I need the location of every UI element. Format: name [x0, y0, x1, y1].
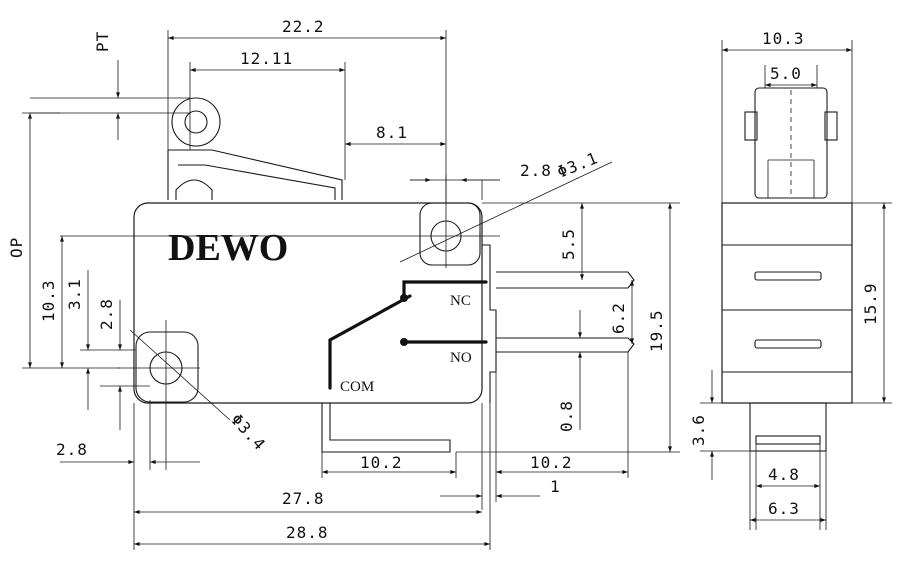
dim-6-2: 6.2 — [609, 302, 628, 334]
dim-op: OP — [7, 237, 26, 258]
dim-phi-3-4: Φ3.4 — [227, 410, 270, 454]
side-slot-nc — [754, 271, 822, 281]
no-contact-point — [400, 338, 408, 346]
no-label: NO — [450, 350, 472, 366]
nc-terminal — [496, 271, 635, 289]
dim-5-0: 5.0 — [770, 64, 802, 83]
front-view: DEWO NC NO COM — [60, 97, 635, 470]
dim-19-5: 19.5 — [647, 309, 666, 352]
dim-3-6: 3.6 — [689, 414, 708, 446]
dim-10-2-left: 10.2 — [360, 453, 403, 472]
side-terminal — [749, 402, 827, 452]
dim-2-8-top: 2.8 — [520, 161, 552, 180]
nc-label: NC — [450, 293, 471, 309]
side-pin-right — [824, 111, 838, 141]
roller-outer — [171, 97, 221, 147]
com-lever — [328, 294, 412, 390]
dim-5-5: 5.5 — [559, 228, 578, 260]
roller-inner — [184, 110, 208, 134]
side-body — [721, 202, 853, 404]
com-terminal — [321, 403, 451, 453]
side-slot-no — [754, 339, 822, 349]
dim-pt: PT — [93, 31, 112, 52]
dim-15-9: 15.9 — [861, 282, 880, 325]
no-terminal — [496, 337, 635, 353]
dim-27-8: 27.8 — [282, 489, 325, 508]
dim-4-8: 4.8 — [768, 465, 800, 484]
dim-28-8: 28.8 — [286, 523, 329, 542]
dim-1: 1 — [550, 477, 561, 496]
dim-10-3-top: 10.3 — [762, 29, 805, 48]
dim-6-3: 6.3 — [768, 499, 800, 518]
side-dimensions: 10.3 5.0 15.9 3.6 4.8 6.3 — [689, 29, 892, 530]
switch-body — [133, 202, 483, 404]
dim-22-2: 22.2 — [282, 17, 325, 36]
dim-12-11: 12.11 — [240, 49, 293, 68]
dim-10-3-left: 10.3 — [39, 279, 58, 322]
mount-boss-upper — [419, 202, 481, 266]
plunger — [175, 179, 213, 200]
side-view — [721, 87, 853, 452]
dim-2-8-left: 2.8 — [97, 298, 116, 330]
mount-boss-lower — [135, 331, 199, 403]
dim-2-8-bottom: 2.8 — [56, 440, 88, 459]
terminal-block — [482, 244, 497, 403]
lever-arm — [167, 149, 343, 200]
side-roller — [754, 87, 828, 199]
dim-10-2-right: 10.2 — [530, 453, 573, 472]
dim-3-1: 3.1 — [65, 278, 84, 310]
dim-0-8: 0.8 — [557, 400, 576, 432]
com-label: COM — [340, 379, 374, 395]
brand-label: DEWO — [168, 227, 288, 269]
side-pin-left — [744, 111, 758, 141]
nc-contact-point — [400, 294, 408, 302]
center-lines — [60, 175, 500, 470]
dim-phi-3-1: Φ3.1 — [554, 148, 601, 182]
dim-8-1: 8.1 — [376, 123, 408, 142]
side-terminal-slot — [755, 435, 821, 445]
